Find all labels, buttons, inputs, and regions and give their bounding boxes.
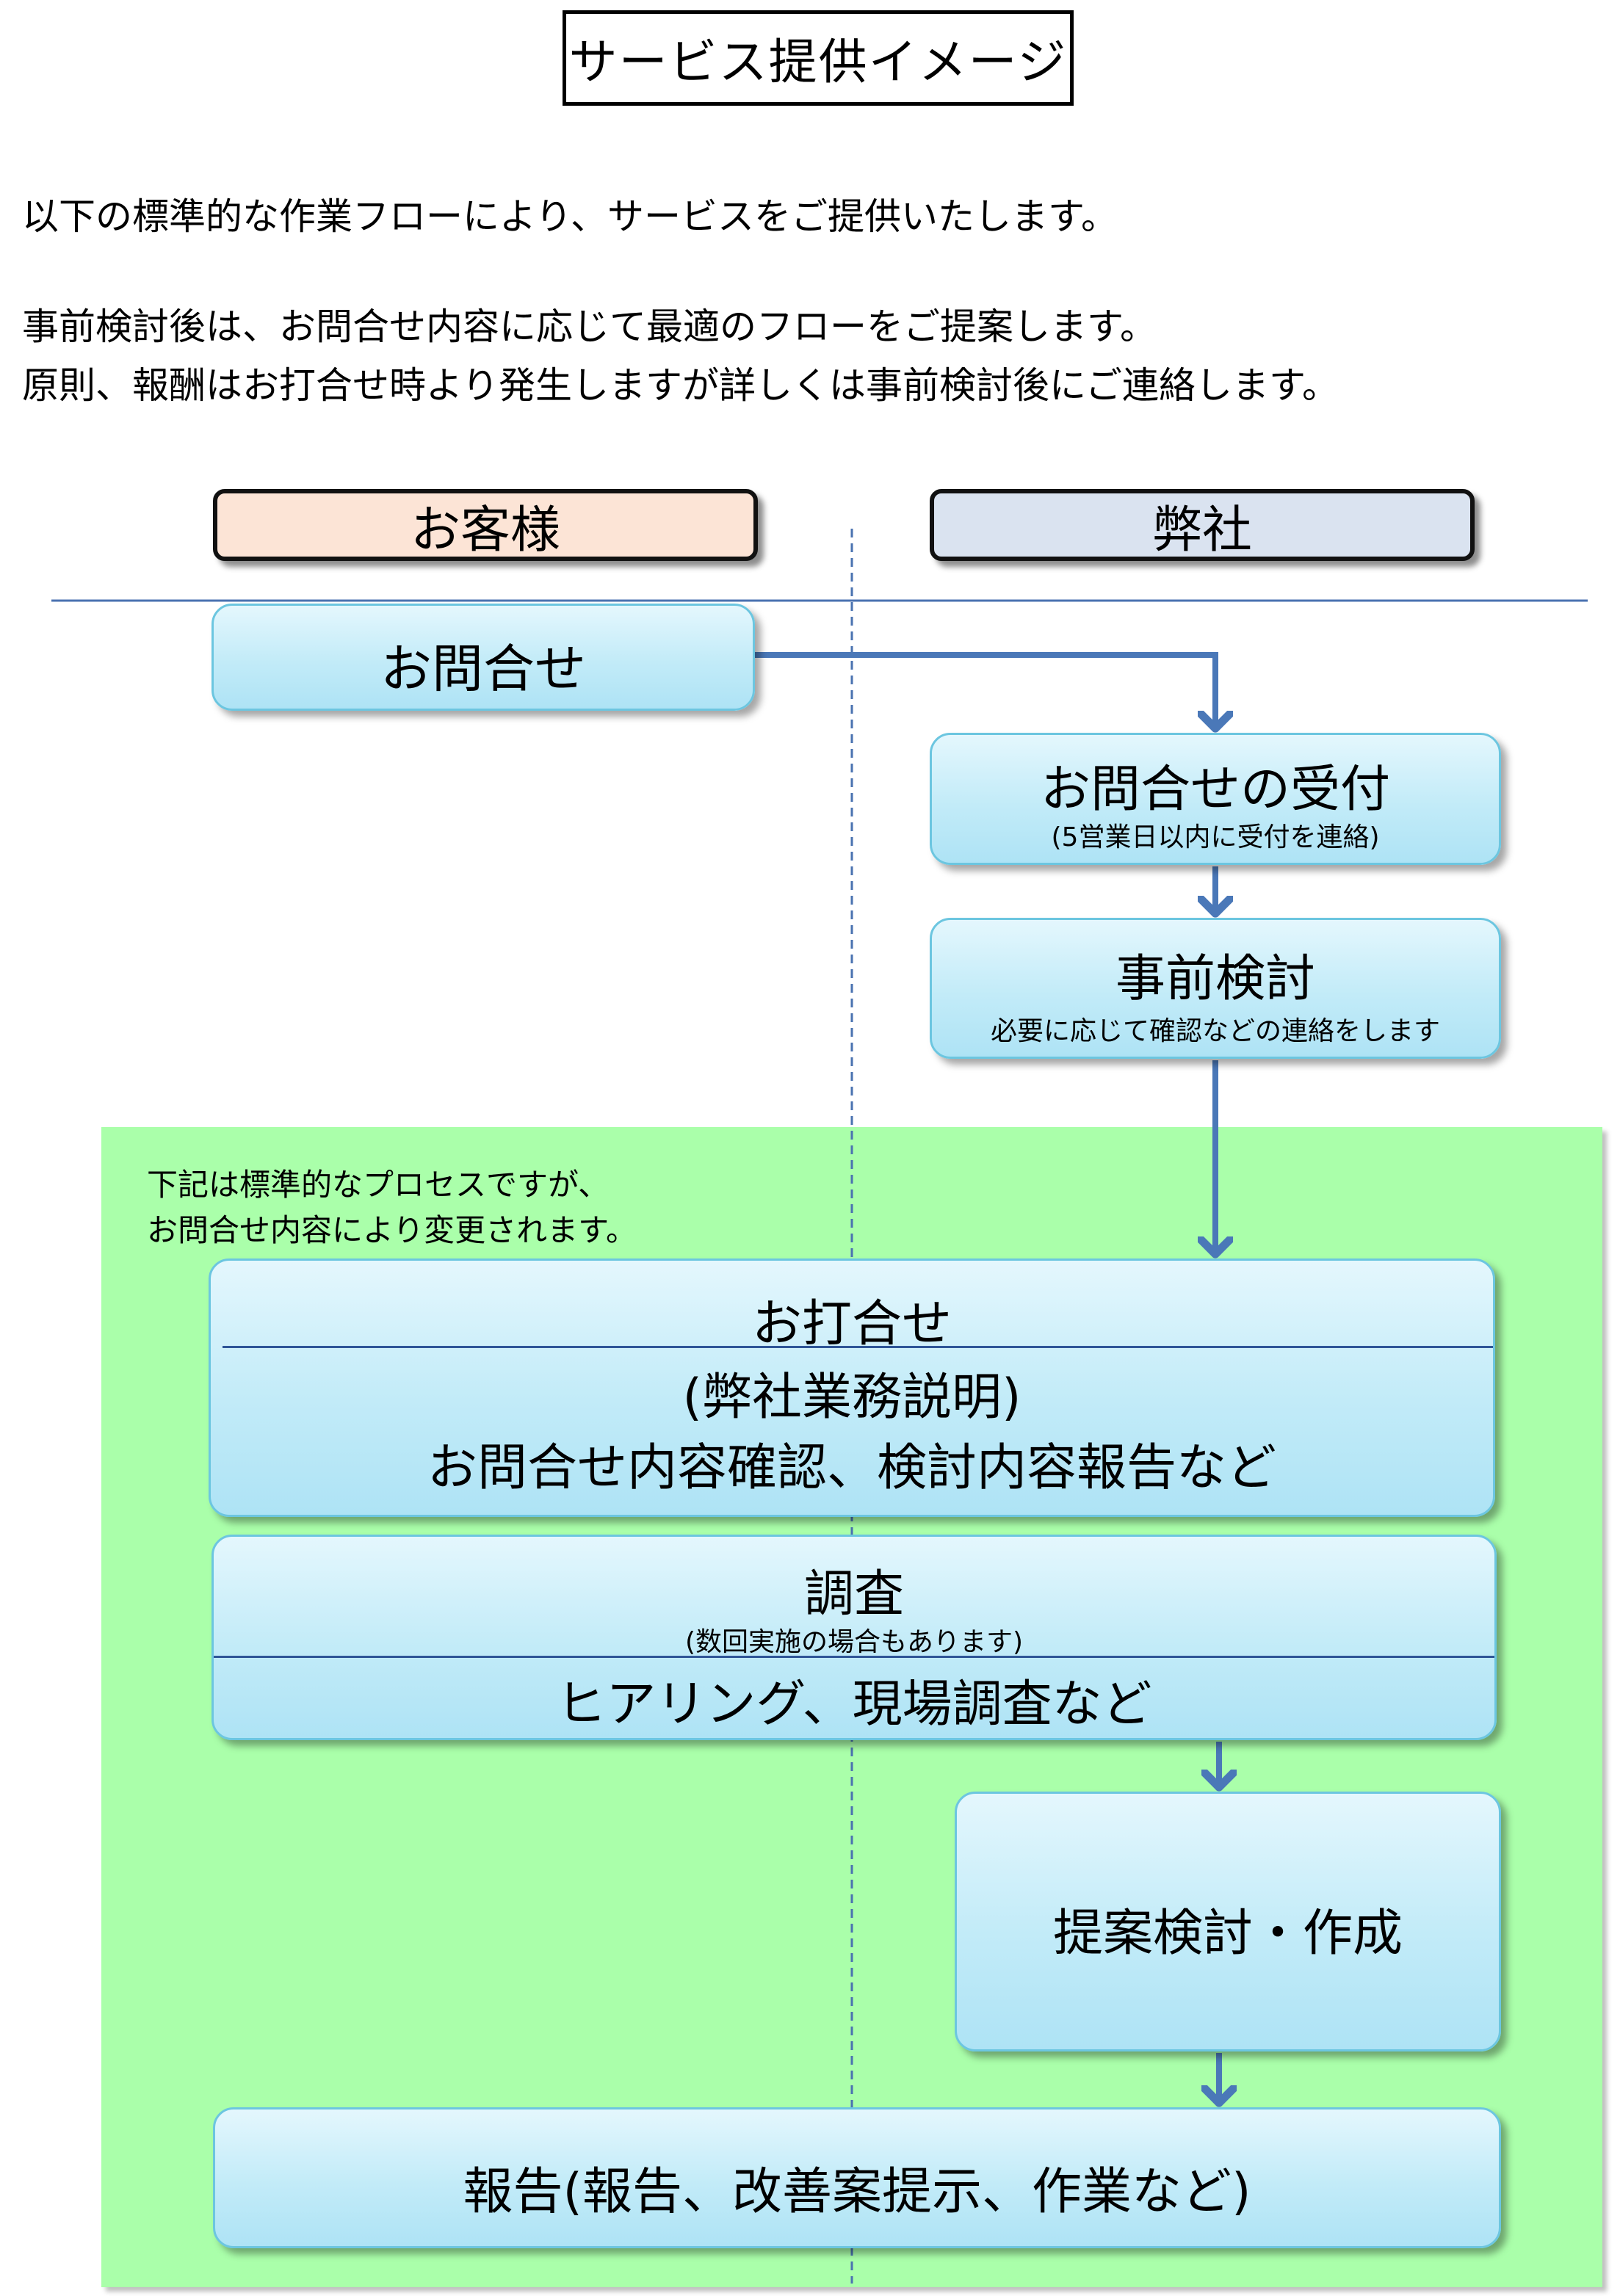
step-meeting-line-3: お問合せ内容確認、検討内容報告など: [427, 1439, 1276, 1497]
step-meeting-separator: [223, 1346, 1493, 1348]
intro-line-3: 原則、報酬はお打合せ時より発生しますが詳しくは事前検討後にご連絡します。: [22, 364, 1339, 407]
intro-line-1: 以下の標準的な作業フローにより、サービスをご提供いたします。: [22, 195, 1118, 238]
step-proposal: 提案検討・作成: [955, 1792, 1501, 2051]
step-review-title: 事前検討: [1115, 950, 1315, 1008]
lane-header-company: 弊社: [930, 489, 1475, 561]
step-meeting-title: お打合せ: [751, 1295, 952, 1353]
step-reception-title: お問合せの受付: [1040, 761, 1390, 819]
step-survey-title: 調査: [803, 1565, 904, 1623]
step-survey-note: (数回実施の場合もあります): [684, 1627, 1024, 1657]
step-report-label: 報告(報告、改善案提示、作業など): [463, 2163, 1251, 2221]
step-review-note: 必要に応じて確認などの連絡をします: [990, 1016, 1440, 1046]
arrow-inquiry-to-reception: [753, 652, 1215, 728]
step-reception: お問合せの受付 (5営業日以内に受付を連絡): [930, 733, 1501, 865]
process-note-line-1: 下記は標準的なプロセスですが、: [147, 1167, 610, 1203]
step-survey: 調査 (数回実施の場合もあります) ヒアリング、現場調査など: [211, 1535, 1497, 1740]
step-survey-detail: ヒアリング、現場調査など: [556, 1676, 1152, 1734]
process-note-line-2: お問合せ内容により変更されます。: [147, 1212, 637, 1248]
lane-header-customer: お客様: [213, 489, 758, 561]
step-reception-note: (5営業日以内に受付を連絡): [1051, 822, 1380, 852]
step-meeting-line-2: (弊社業務説明): [682, 1369, 1021, 1427]
intro-line-2: 事前検討後は、お問合せ内容に応じて最適のフローをご提案します。: [22, 305, 1157, 348]
step-report: 報告(報告、改善案提示、作業など): [213, 2107, 1501, 2248]
step-inquiry: お問合せ: [211, 604, 755, 711]
step-inquiry-label: お問合せ: [380, 639, 586, 699]
step-proposal-label: 提案検討・作成: [1052, 1905, 1403, 1963]
step-meeting: お打合せ (弊社業務説明) お問合せ内容確認、検討内容報告など: [209, 1259, 1495, 1517]
page-title: サービス提供イメージ: [563, 10, 1074, 106]
step-review: 事前検討 必要に応じて確認などの連絡をします: [930, 918, 1501, 1059]
step-survey-separator: [214, 1656, 1494, 1658]
